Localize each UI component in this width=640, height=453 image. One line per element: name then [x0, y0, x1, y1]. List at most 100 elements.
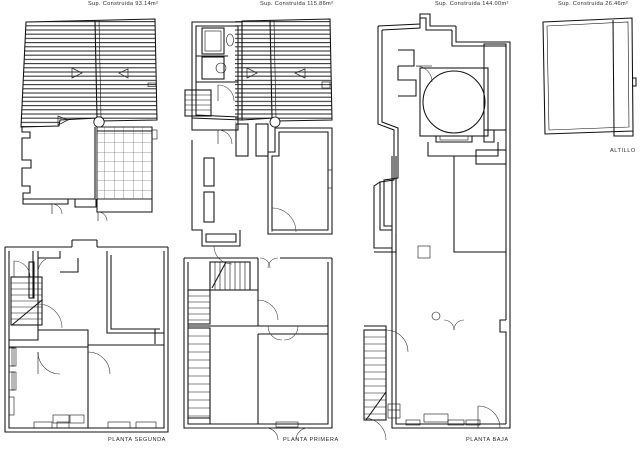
wall-niche	[327, 169, 333, 189]
altillo-base-band	[613, 130, 634, 137]
door-swing-arc	[295, 427, 309, 441]
partition-c	[38, 251, 61, 259]
door-swing-arc	[267, 325, 283, 341]
door-swing-arc	[267, 257, 279, 269]
roof-slope-arrow-icon	[294, 68, 306, 79]
door-swing-arc	[97, 211, 108, 222]
right-room-inner	[271, 131, 329, 231]
door-swing-arc	[477, 405, 501, 429]
terrace-lower-edge	[96, 199, 153, 213]
plan-planta-baja	[358, 0, 536, 453]
circular-feature	[422, 70, 486, 134]
right-shaft	[483, 43, 507, 131]
mid-band	[427, 142, 499, 157]
corridor-wall-2	[74, 199, 97, 208]
roof-hatch-region	[21, 19, 157, 127]
column-circle-icon	[431, 311, 441, 321]
sanitary-fixture-icon	[215, 62, 227, 74]
window-opening	[465, 419, 481, 426]
planta-primera-drawing	[183, 18, 333, 441]
staircase	[10, 261, 43, 326]
window-opening	[405, 419, 421, 426]
door-swing-arc	[265, 427, 279, 441]
door-swing-arc	[259, 257, 271, 269]
altillo-outline	[542, 17, 634, 135]
wing-notch	[398, 49, 415, 67]
sanitary-fixture-icon	[226, 33, 234, 47]
planta-segunda-drawing	[4, 18, 169, 433]
altillo-drawing	[542, 17, 637, 137]
stair-break-line	[11, 299, 43, 326]
partition-a	[9, 251, 39, 341]
room-right-inner	[110, 255, 160, 330]
fixture-block-2	[201, 56, 225, 80]
roof-ridge-line	[94, 19, 98, 119]
closet-block	[255, 123, 269, 157]
left-bulge	[373, 181, 392, 249]
left-bay	[205, 233, 237, 243]
bay-block	[69, 414, 85, 424]
wall-niche	[8, 396, 15, 416]
small-block	[387, 403, 401, 419]
caption-planta-baja: PLANTA BAJA	[466, 437, 509, 443]
right-outer-wall	[455, 26, 511, 250]
partition	[374, 156, 397, 253]
roof-slope-arrow-icon	[246, 67, 258, 79]
plan-planta-primera	[180, 0, 358, 453]
partition-e	[38, 329, 89, 350]
door-swing-arc	[217, 129, 233, 145]
area-label-planta-primera: Sup. Construida 115.86m²	[260, 1, 334, 7]
door-swing-arc	[13, 260, 31, 278]
area-label-planta-baja: Sup. Construida 144.00m²	[435, 1, 509, 7]
area-label-altillo: Sup. Construida 26.46m²	[558, 1, 629, 7]
circle-enclosure	[419, 67, 489, 137]
area-label-planta-segunda: Sup. Construida 93.14m²	[88, 1, 159, 7]
roof-vent	[321, 81, 331, 89]
hall-inner	[395, 234, 506, 425]
bay-block	[52, 414, 70, 424]
partition	[453, 156, 506, 253]
roof-ridge-line-2	[98, 19, 102, 119]
wall-niche-inner	[11, 347, 17, 367]
plan-planta-segunda	[0, 0, 180, 453]
entry-opening	[423, 413, 449, 423]
chimney-circle-icon	[269, 116, 281, 128]
caption-planta-segunda: PLANTA SEGUNDA	[108, 437, 166, 443]
door-swing-arc	[37, 351, 61, 375]
right-inner-wall	[451, 30, 507, 246]
chimney-circle-icon	[93, 116, 105, 128]
altillo-partition-line	[612, 19, 615, 131]
base-detail	[439, 135, 469, 141]
lower-outer-wall	[4, 247, 169, 433]
stair-stringer	[28, 261, 35, 299]
window-opening	[56, 421, 70, 429]
roof-hatch-region	[235, 19, 332, 127]
door-swing-arc	[385, 329, 409, 353]
door-swing-arc	[443, 319, 455, 331]
door-swing-arc	[217, 84, 235, 102]
window-opening	[135, 421, 157, 429]
partition	[257, 333, 328, 424]
partition	[210, 258, 259, 291]
wall-niche	[8, 371, 15, 391]
left-lower-wall	[191, 140, 241, 247]
staircase	[363, 329, 387, 421]
roof-ridge-line-2	[273, 19, 277, 119]
door-swing-arc	[37, 258, 47, 276]
top-wall-inner	[381, 17, 452, 31]
closet-block	[203, 191, 215, 223]
upper-room-walls	[21, 127, 96, 200]
roof-slope-arrow-icon	[71, 67, 83, 79]
left-wing-outer	[377, 26, 395, 231]
closet-block	[235, 123, 249, 157]
window-opening	[33, 421, 53, 429]
hall-right-step	[499, 319, 507, 424]
stair-break-line	[211, 261, 227, 289]
caption-planta-primera: PLANTA PRIMERA	[283, 437, 339, 443]
column-square-icon	[417, 245, 431, 259]
planta-baja-drawing	[363, 13, 511, 441]
door-swing-arc	[257, 299, 279, 321]
roof-slope-arrow-icon	[118, 68, 129, 79]
partition-d	[60, 258, 79, 273]
